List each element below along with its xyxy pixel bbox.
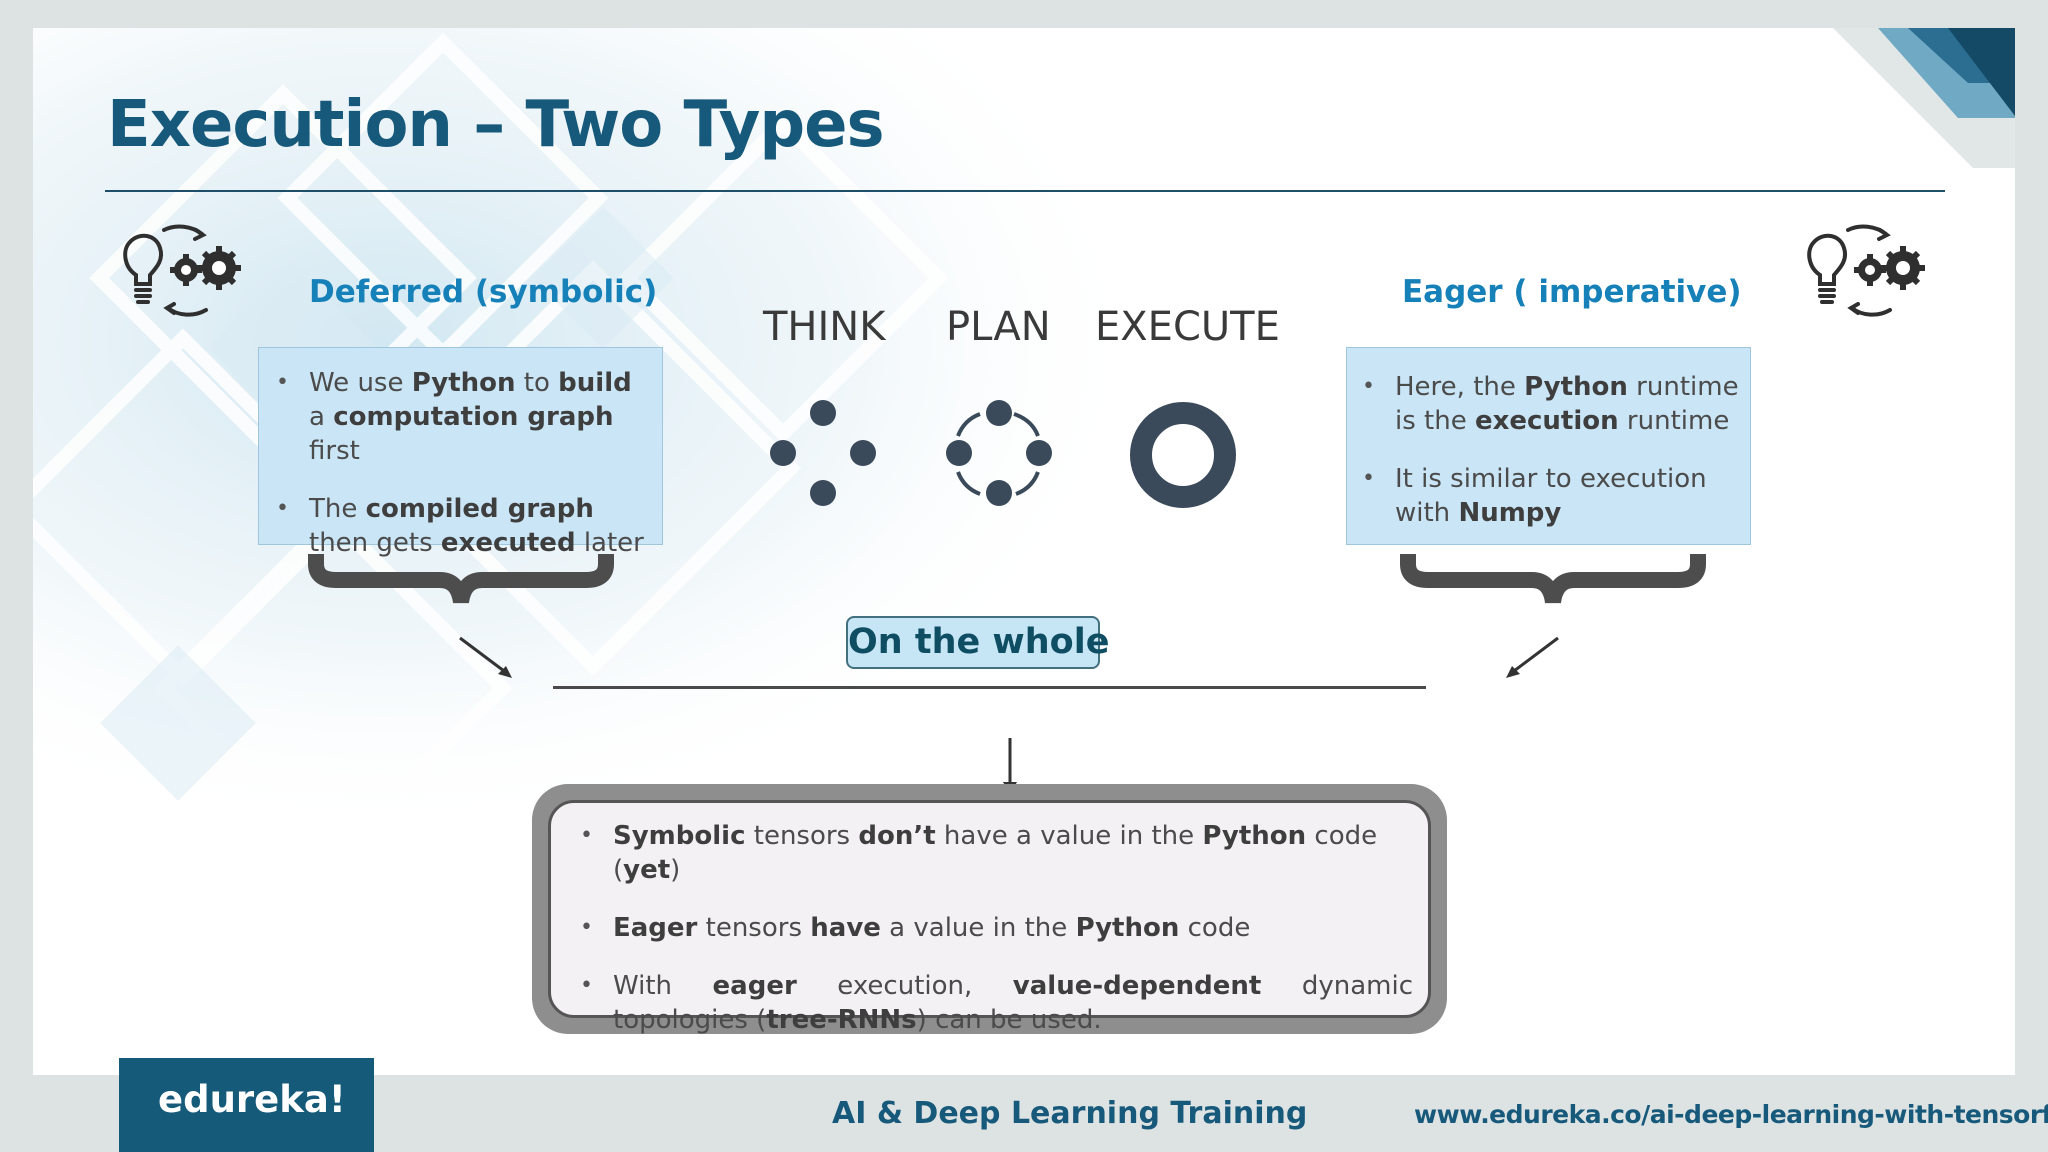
lightbulb-gears-icon [1807,224,1925,317]
text: ) [670,855,681,885]
text: dynamic topologies ( [613,971,1413,1035]
bullet-item: With eager execution, value-dependent dy… [580,969,1413,1037]
bold-text: don’t [858,821,936,851]
footer-course-title: AI & Deep Learning Training [832,1096,1308,1131]
title-divider [105,190,1945,192]
bullet-item: The compiled graph then gets executed la… [276,492,649,560]
deferred-heading: Deferred (symbolic) [309,274,658,310]
left-brace [308,554,614,604]
summary-divider [553,686,1426,689]
bold-text: Python [1202,821,1307,851]
bold-text: value-dependent [1012,971,1262,1001]
bold-text: Python [1075,913,1180,943]
text: The [309,494,366,524]
bullet-item: Eager tensors have a value in the Python… [580,911,1413,945]
bold-text: Symbolic [613,821,746,851]
bullet-item: We use Python to build a computation gra… [276,366,649,468]
footer-logo-bar [119,1058,374,1152]
text: code [1179,913,1251,943]
cycle-dots-icon [946,400,1052,506]
bold-text: Numpy [1458,498,1562,528]
text: runtime [1618,406,1730,436]
text: execution, [796,971,1013,1001]
bold-text: executed [440,528,576,558]
deferred-box: We use Python to build a computation gra… [258,347,663,558]
arrow-down-left-icon [1506,636,1559,678]
text: Here, the [1395,372,1525,402]
text: a [309,402,334,432]
text: later [575,528,644,558]
text: have a value in the [935,821,1203,851]
text: With [613,971,713,1001]
eager-heading: Eager ( imperative) [1402,274,1742,310]
text: We use [309,368,412,398]
eager-box: Here, the Python runtime is the executio… [1346,347,1751,545]
slide: Execution – Two Types [33,28,2015,1075]
execute-label: EXECUTE [1095,304,1280,350]
background-decoration [33,28,2015,928]
right-brace [1400,554,1706,604]
bold-text: Python [411,368,516,398]
text: It is similar to execution with [1395,464,1707,528]
text: tensors [745,821,859,851]
footer-url[interactable]: www.edureka.co/ai-deep-learning-with-ten… [1414,1100,2048,1129]
think-label: THINK [763,304,886,350]
bullet-item: Symbolic tensors don’t have a value in t… [580,819,1413,887]
bold-text: Eager [613,913,698,943]
slide-title: Execution – Two Types [107,88,885,162]
bold-text: eager [712,971,797,1001]
bold-text: computation graph [333,402,614,432]
text: code ( [613,821,1378,885]
text: to [515,368,559,398]
bold-text: yet [623,855,671,885]
text: a value in the [880,913,1076,943]
deferred-bullets: We use Python to build a computation gra… [276,366,649,584]
bold-text: build [558,368,632,398]
ring-icon [1130,402,1236,508]
summary-box: Symbolic tensors don’t have a value in t… [548,800,1431,1035]
plan-label: PLAN [946,304,1051,350]
summary-bullets: Symbolic tensors don’t have a value in t… [580,819,1413,1061]
bold-text: compiled graph [365,494,594,524]
bold-text: tree-RNNs [766,1005,917,1035]
scattered-dots-icon [770,400,876,506]
lightbulb-gears-icon [123,224,241,317]
eager-bullets: Here, the Python runtime is the executio… [1362,370,1740,554]
text: first [309,436,360,466]
bold-text: execution [1474,406,1619,436]
text: runtime is the [1395,372,1739,436]
bullet-item: Here, the Python runtime is the executio… [1362,370,1740,438]
text: tensors [697,913,811,943]
arrow-down-right-icon [459,636,512,678]
bullet-item: It is similar to execution with Numpy [1362,462,1740,530]
edureka-logo: edureka! [158,1078,346,1121]
text: ) can be used. [916,1005,1102,1035]
bold-text: have [810,913,881,943]
on-the-whole-label: On the whole [846,616,1109,669]
bold-text: Python [1524,372,1628,402]
text: then gets [309,528,441,558]
